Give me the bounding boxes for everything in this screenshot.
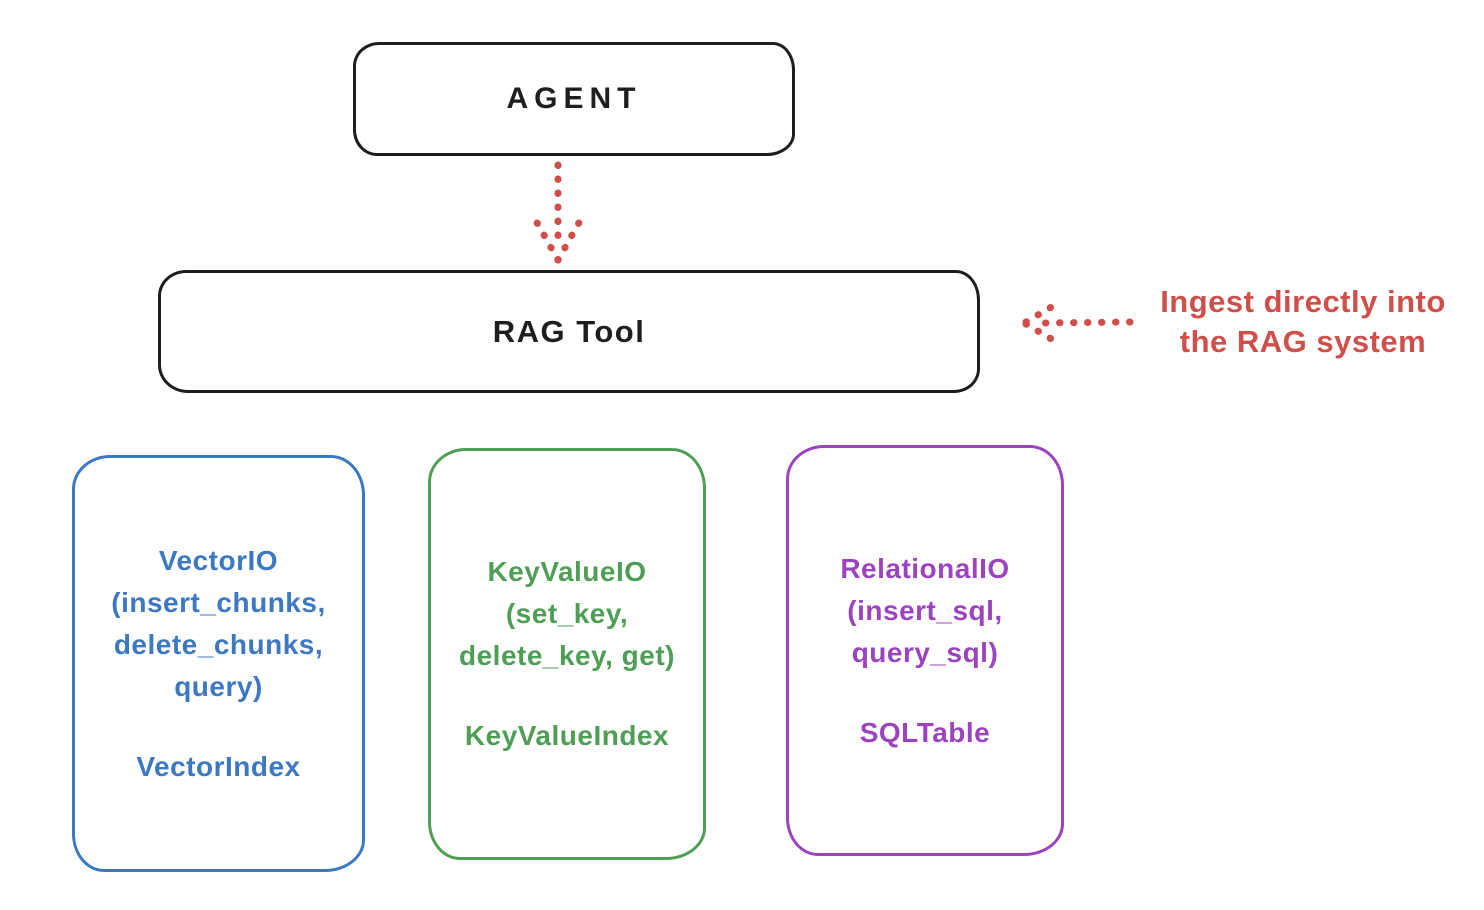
vector-index-label: VectorIndex — [136, 750, 301, 782]
vector-io-label: VectorIO(insert_chunks,delete_chunks,que… — [111, 544, 326, 702]
relational-io-label: RelationalIO(insert_sql,query_sql) — [840, 552, 1010, 668]
agent-label: AGENT — [506, 82, 642, 115]
agent-node: AGENT — [353, 42, 795, 156]
rag-tool-label: RAG Tool — [492, 313, 646, 349]
ingest-arrow-icon — [1022, 298, 1134, 348]
rag-tool-node: RAG Tool — [158, 270, 980, 393]
keyvalue-index-label: KeyValueIndex — [464, 720, 670, 751]
backend-relational-io: RelationalIO(insert_sql,query_sql) SQLTa… — [786, 445, 1064, 856]
sql-table-label: SQLTable — [859, 716, 991, 748]
keyvalue-io-label: KeyValueIO(set_key,delete_key, get) — [458, 556, 676, 671]
backend-keyvalue-io: KeyValueIO(set_key,delete_key, get) KeyV… — [428, 448, 706, 860]
backend-vector-io: VectorIO(insert_chunks,delete_chunks,que… — [72, 455, 365, 872]
agent-to-ragtool-arrow-icon — [527, 161, 589, 264]
